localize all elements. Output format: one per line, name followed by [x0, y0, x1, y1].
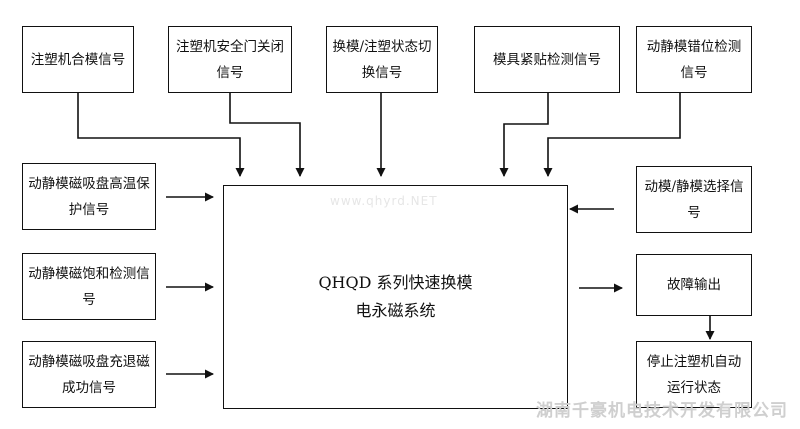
input-label-misalignment-signal: 动静模错位检测信号 [646, 38, 742, 81]
input-label-safety-door-signal: 注塑机安全门关闭信号 [176, 38, 284, 81]
input-box-high-temp-protection: 动静模磁吸盘高温保护信号 [22, 163, 156, 230]
input-box-safety-door-signal: 注塑机安全门关闭信号 [168, 26, 292, 93]
arrow-top-2 [229, 93, 305, 177]
watermark-company: 湖南千豪机电技术开发有限公司 [536, 401, 788, 421]
input-label-mode-switch-signal: 换模/注塑状态切换信号 [332, 38, 432, 81]
input-label-saturation-detection: 动静模磁饱和检测信号 [28, 265, 150, 308]
input-box-mode-switch-signal: 换模/注塑状态切换信号 [326, 26, 438, 93]
system-title-line1: QHQD 系列快速换模 [318, 273, 473, 292]
system-box: QHQD 系列快速换模 电永磁系统 [223, 185, 568, 409]
output-box-fault: 故障输出 [636, 254, 752, 316]
input-label-mold-contact-signal: 模具紧贴检测信号 [493, 51, 601, 68]
output-label-stop-auto: 停止注塑机自动运行状态 [646, 353, 742, 396]
output-box-stop-auto: 停止注塑机自动运行状态 [636, 341, 752, 408]
watermark-url: www.qhyrd.NET [330, 194, 438, 208]
input-label-high-temp-protection: 动静模磁吸盘高温保护信号 [28, 175, 150, 218]
input-box-mold-contact-signal: 模具紧贴检测信号 [474, 26, 620, 93]
input-box-magnetize-success: 动静模磁吸盘充退磁成功信号 [22, 341, 156, 408]
input-box-saturation-detection: 动静模磁饱和检测信号 [22, 253, 156, 320]
input-box-mold-select-signal: 动模/静模选择信号 [636, 166, 752, 233]
arrow-top-4 [499, 93, 549, 177]
input-label-clamp-signal: 注塑机合模信号 [30, 51, 126, 68]
arrow-top-1 [77, 93, 245, 177]
input-box-clamp-signal: 注塑机合模信号 [22, 26, 134, 93]
input-label-mold-select-signal: 动模/静模选择信号 [644, 178, 744, 221]
arrow-top-5 [543, 93, 681, 177]
input-label-magnetize-success: 动静模磁吸盘充退磁成功信号 [28, 353, 150, 396]
output-label-fault: 故障输出 [667, 277, 721, 293]
input-box-misalignment-signal: 动静模错位检测信号 [636, 26, 752, 93]
system-title-line2: 电永磁系统 [355, 301, 436, 320]
